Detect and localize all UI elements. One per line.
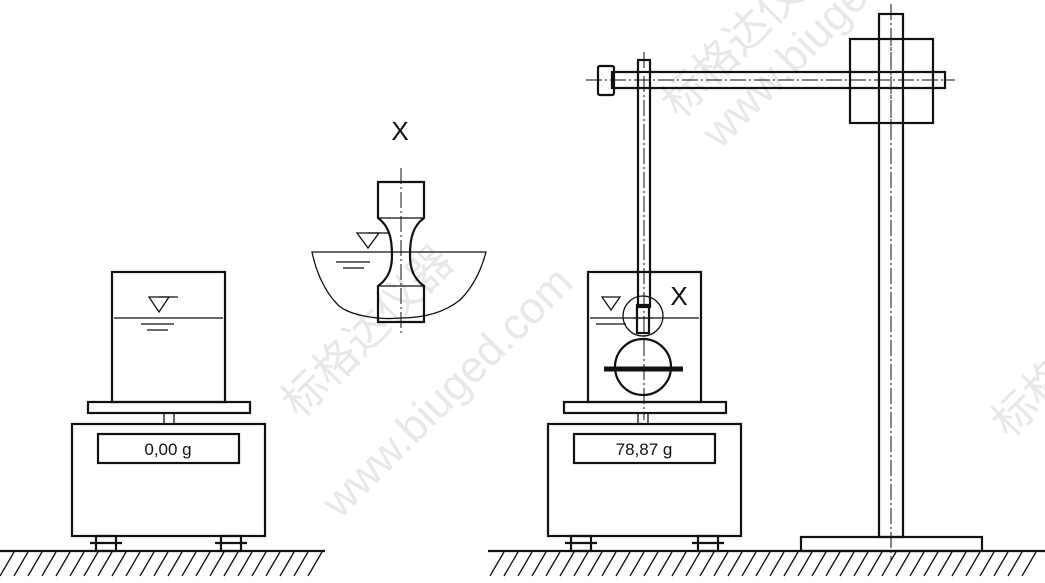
balance-body [70,422,267,538]
adjust-knob [596,64,616,97]
balance-body [546,422,743,538]
detail-circle [622,295,664,337]
water-bath [311,251,487,320]
water-level-icon [596,296,626,325]
right-balance: X 78,87 g [546,270,743,553]
balance-readout: 78,87 g [616,440,673,459]
detail-marker: X [670,281,687,311]
balance-display [96,432,241,465]
balance-feet [565,534,724,553]
balance-pan [86,400,252,415]
balance-readout: 0,00 g [144,440,191,459]
left-balance: 0,00 g [70,270,267,553]
watermark-brand: 标格达仪器 [982,257,1045,447]
beaker [110,270,227,404]
specimen-holder [376,180,426,324]
watermark-url: www.biuged.com [312,257,583,528]
balance-pan [562,400,728,415]
water-level-icon [141,296,178,331]
balance-feet [90,534,247,553]
detail-x: X [311,116,487,335]
balance-display [572,432,717,465]
support-stand [586,4,984,560]
detail-label: X [391,116,408,146]
ground-right [488,549,1045,577]
ground-left [0,549,325,577]
